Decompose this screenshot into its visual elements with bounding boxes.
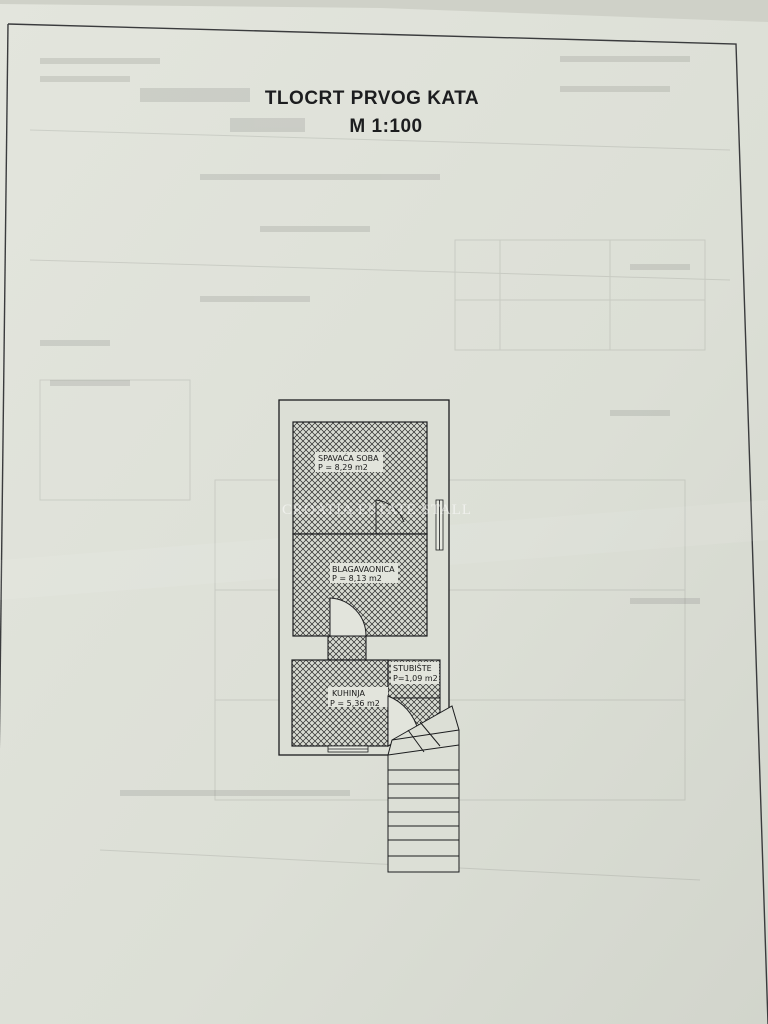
room-staircase-area: P=1,09 m2: [393, 674, 438, 683]
room-bedroom-area: P = 8,29 m2: [318, 463, 368, 472]
window-south: [327, 745, 369, 753]
floor-plan: CROATIA ESTATE STALLI SPAVAĆA SOBA P = 8…: [278, 399, 470, 873]
room-dining-area: P = 8,13 m2: [332, 574, 382, 583]
plan-title: TLOCRT PRVOG KATA: [264, 88, 480, 109]
exterior-stairs: [387, 705, 460, 873]
room-dining-name: BLAGAVAONICA: [332, 565, 395, 574]
room-kitchen-area: P = 5,36 m2: [330, 699, 380, 708]
door-swing-bedroom: [375, 499, 405, 534]
room-kitchen-name: KUHINJA: [332, 689, 365, 698]
watermark: CROATIA ESTATE STALLI: [282, 502, 470, 518]
plan-scale: M 1:100: [349, 116, 423, 137]
door-swing-dining: [329, 597, 367, 637]
room-staircase-name: STUBIŠTE: [393, 662, 432, 673]
frame-border: [7, 23, 768, 1024]
hall-passage: [327, 635, 367, 661]
window-east: [435, 499, 444, 551]
room-bedroom-name: SPAVAĆA SOBA: [318, 452, 379, 463]
room-bedroom: [292, 421, 428, 535]
